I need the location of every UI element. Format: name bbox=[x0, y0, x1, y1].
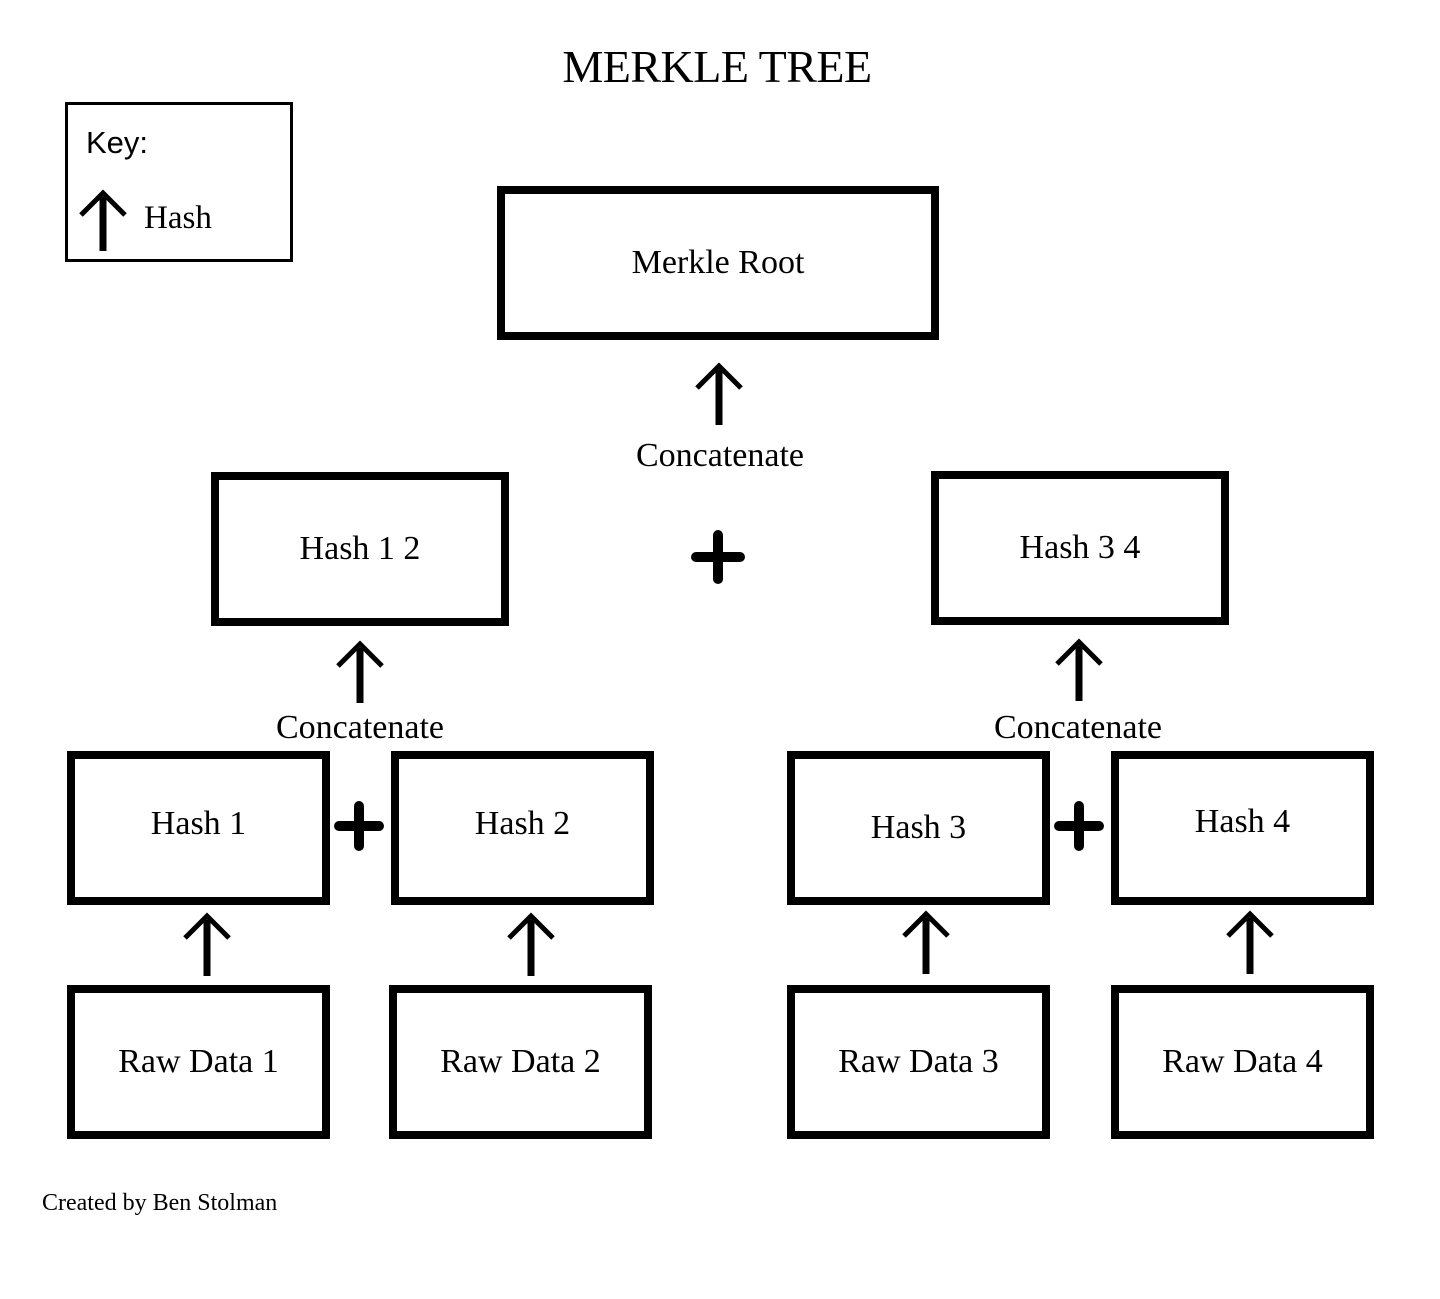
legend-title: Key: bbox=[86, 125, 149, 160]
up-arrow-icon bbox=[183, 912, 231, 976]
up-arrow-icon bbox=[336, 640, 384, 703]
raw-data-2-node: Raw Data 2 bbox=[389, 985, 652, 1139]
up-arrow-icon bbox=[507, 912, 555, 976]
legend-key: Key: Hash bbox=[65, 102, 293, 262]
plus-icon bbox=[1054, 801, 1104, 851]
hash-4-node: Hash 4 bbox=[1111, 751, 1374, 905]
plus-icon bbox=[334, 801, 384, 851]
hash-1-2-node: Hash 1 2 bbox=[211, 472, 509, 626]
up-arrow-icon bbox=[695, 362, 743, 425]
concatenate-label-root: Concatenate bbox=[635, 437, 805, 474]
merkle-root-node: Merkle Root bbox=[497, 186, 939, 340]
raw-data-4-node: Raw Data 4 bbox=[1111, 985, 1374, 1139]
raw-data-1-node: Raw Data 1 bbox=[67, 985, 330, 1139]
diagram-title: MERKLE TREE bbox=[562, 41, 872, 92]
up-arrow-icon bbox=[1055, 638, 1103, 701]
plus-icon bbox=[691, 530, 745, 584]
up-arrow-icon bbox=[902, 910, 950, 974]
up-arrow-icon bbox=[1226, 910, 1274, 974]
hash-3-4-node: Hash 3 4 bbox=[931, 471, 1229, 625]
legend-hash-label: Hash bbox=[144, 200, 212, 236]
concatenate-label-left: Concatenate bbox=[275, 709, 445, 746]
hash-2-node: Hash 2 bbox=[391, 751, 654, 905]
hash-1-node: Hash 1 bbox=[67, 751, 330, 905]
hash-3-node: Hash 3 bbox=[787, 751, 1050, 905]
up-arrow-icon bbox=[78, 189, 128, 258]
author-credit: Created by Ben Stolman bbox=[42, 1190, 278, 1216]
raw-data-3-node: Raw Data 3 bbox=[787, 985, 1050, 1139]
concatenate-label-right: Concatenate bbox=[993, 709, 1163, 746]
